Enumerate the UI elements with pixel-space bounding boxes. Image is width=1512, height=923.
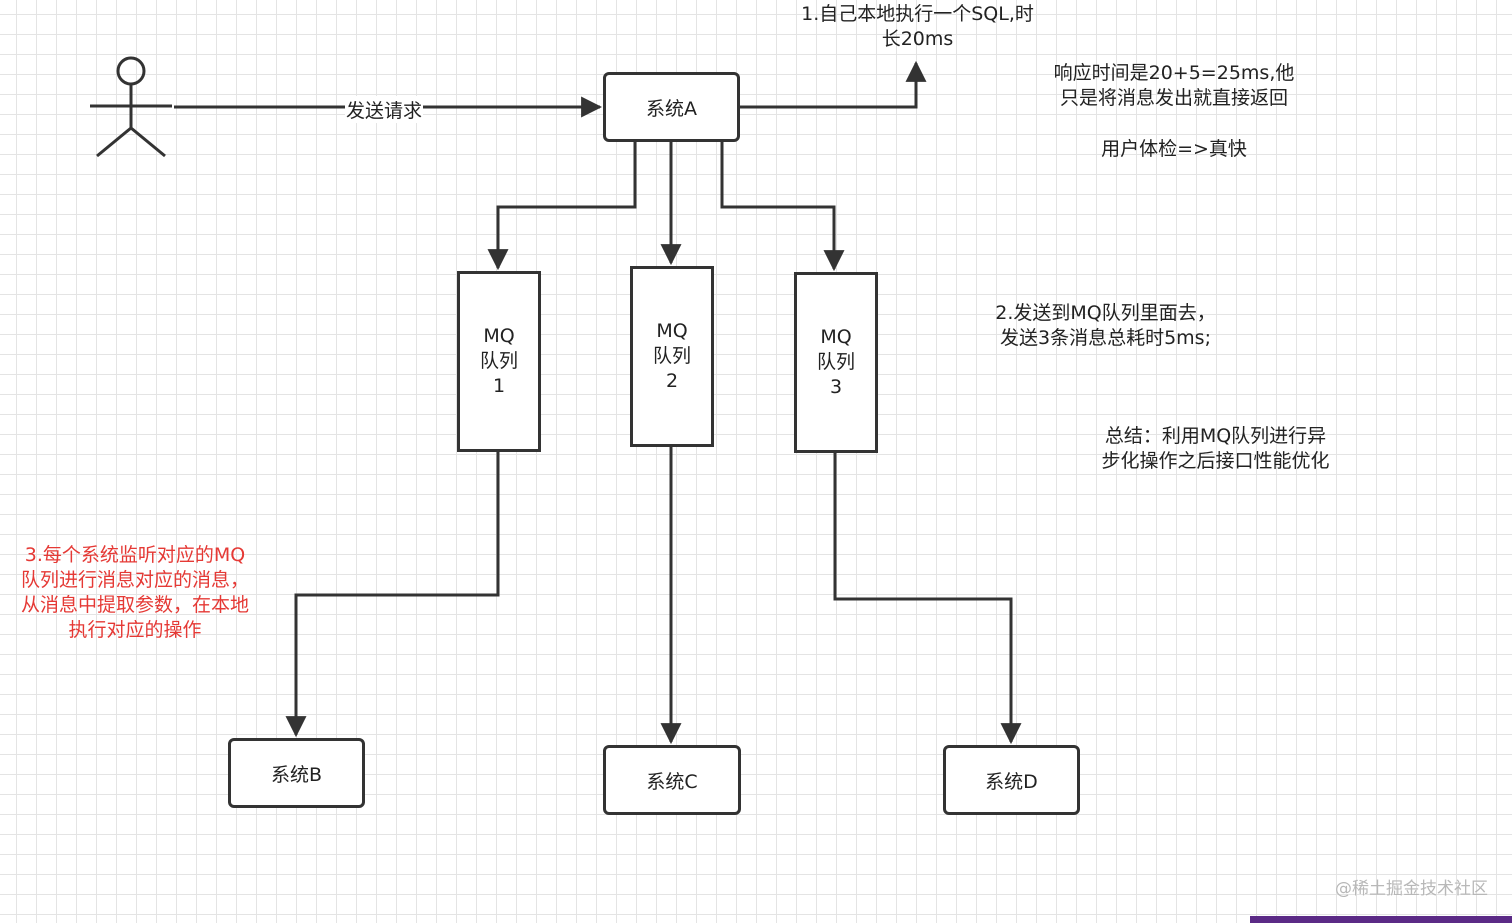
note-response-line2: 只是将消息发出就直接返回 xyxy=(1059,87,1288,109)
note-step3: 3.每个系统监听对应的MQ 队列进行消息对应的消息， 从消息中提取参数，在本地 … xyxy=(4,543,266,643)
system-d-label: 系统D xyxy=(985,770,1038,793)
send-request-label: 发送请求 xyxy=(345,96,424,123)
mq-queue-2-line2: 队列 xyxy=(652,345,691,367)
edge-a-to-queue-1 xyxy=(487,142,637,271)
note-step1: 1.自己本地执行一个SQL,时 长20ms xyxy=(790,2,1045,52)
note-response-time: 响应时间是20+5=25ms,他 只是将消息发出就直接返回 xyxy=(1043,61,1305,111)
mq-queue-2-line3: 2 xyxy=(665,370,679,392)
note-summary-line2: 步化操作之后接口性能优化 xyxy=(1101,450,1330,472)
mq-queue-3-line3: 3 xyxy=(829,376,843,398)
note-step2-line1: 2.发送到MQ队列里面去， xyxy=(995,302,1216,324)
note-step2: 2.发送到MQ队列里面去， 发送3条消息总耗时5ms; xyxy=(978,301,1233,351)
mq-queue-3[interactable]: MQ 队列 3 xyxy=(794,272,878,453)
system-a-node[interactable]: 系统A xyxy=(603,72,740,142)
mq-queue-2[interactable]: MQ 队列 2 xyxy=(630,266,714,447)
note-summary-line1: 总结：利用MQ队列进行异 xyxy=(1104,425,1327,447)
edge-local-sql xyxy=(740,60,927,109)
mq-queue-1-line1: MQ xyxy=(483,325,515,347)
bottom-accent-bar xyxy=(1250,916,1512,923)
note-step3-line2: 队列进行消息对应的消息， xyxy=(20,569,249,591)
mq-queue-1-line3: 1 xyxy=(492,375,506,397)
system-c-label: 系统C xyxy=(646,770,698,793)
system-c-node[interactable]: 系统C xyxy=(603,745,741,815)
note-step3-line1: 3.每个系统监听对应的MQ xyxy=(24,544,246,566)
note-step1-line2: 长20ms xyxy=(881,28,954,50)
mq-queue-1-line2: 队列 xyxy=(479,350,518,372)
mq-queue-3-line2: 队列 xyxy=(816,351,855,373)
actor-stick-figure xyxy=(90,56,172,158)
mq-queue-2-line1: MQ xyxy=(656,320,688,342)
note-step3-line3: 从消息中提取参数，在本地 xyxy=(20,594,249,616)
system-b-label: 系统B xyxy=(270,763,323,786)
note-experience-text: 用户体检=>真快 xyxy=(1101,138,1247,160)
edge-queue-3-to-d xyxy=(833,453,1022,745)
note-step1-line1: 1.自己本地执行一个SQL,时 xyxy=(801,3,1034,25)
note-summary: 总结：利用MQ队列进行异 步化操作之后接口性能优化 xyxy=(1083,424,1348,474)
note-user-experience: 用户体检=>真快 xyxy=(1080,137,1268,162)
system-b-node[interactable]: 系统B xyxy=(228,738,365,808)
edge-queue-1-to-b xyxy=(285,452,500,738)
note-step3-line4: 执行对应的操作 xyxy=(68,619,202,641)
note-step2-line2: 发送3条消息总耗时5ms; xyxy=(1000,327,1211,349)
mq-queue-3-line1: MQ xyxy=(820,326,852,348)
system-a-label: 系统A xyxy=(646,97,697,120)
edge-a-to-queue-3 xyxy=(720,142,845,272)
watermark: @稀土掘金技术社区 xyxy=(1335,879,1488,899)
system-d-node[interactable]: 系统D xyxy=(943,745,1080,815)
mq-queue-1[interactable]: MQ 队列 1 xyxy=(457,271,541,452)
note-response-line1: 响应时间是20+5=25ms,他 xyxy=(1053,62,1295,84)
